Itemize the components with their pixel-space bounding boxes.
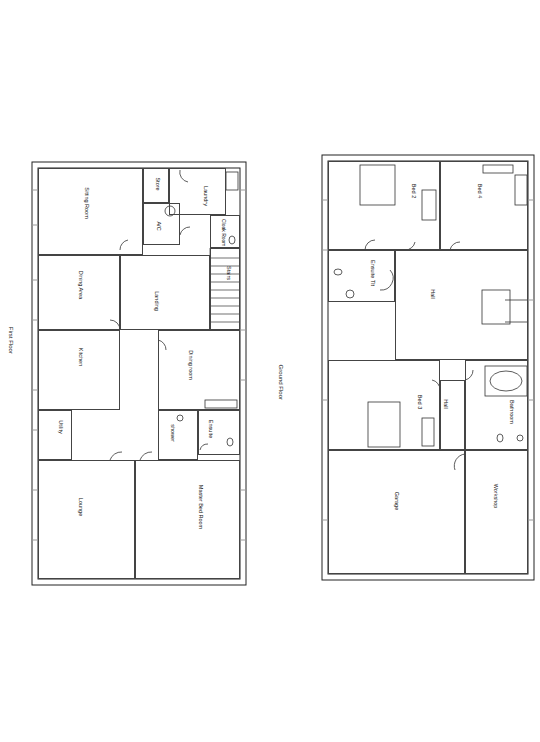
stair-tread	[210, 322, 240, 323]
room-label: Laundry	[203, 186, 209, 206]
stair-well	[482, 290, 510, 324]
vanity	[205, 400, 237, 408]
floor-title: First Floor	[7, 327, 14, 354]
stair-tread	[210, 274, 240, 275]
bath	[485, 366, 527, 396]
room-label: Dining room	[188, 350, 194, 380]
room: Stairs	[210, 248, 240, 330]
sink	[346, 290, 354, 298]
door-swing	[432, 380, 440, 390]
door-swing	[120, 240, 128, 250]
room-label: Kitchen	[78, 348, 84, 366]
room-label: Ensuite	[208, 420, 214, 438]
room-label: shower	[170, 424, 176, 442]
room: Ensuite Tlt	[328, 250, 395, 302]
room-label: Hall	[430, 289, 436, 298]
room: Bed 3	[328, 360, 440, 450]
floor-plan: Sitting Room StoreLaundryA/C Cloak RoomSta…	[32, 162, 246, 585]
room-label: Cloak Room	[220, 219, 226, 247]
room: Landing	[120, 255, 210, 330]
room: Bathroom	[465, 360, 528, 450]
room: Workshop	[465, 450, 528, 574]
door-swing	[380, 270, 393, 290]
room: Master Bed Room	[135, 460, 240, 579]
door-swing	[140, 452, 152, 460]
room-label: Bed 4	[477, 184, 483, 198]
room-label: Bathroom	[509, 400, 515, 424]
room: Lounge	[38, 460, 135, 579]
toilet	[229, 236, 235, 244]
inner-wall	[38, 168, 240, 579]
stair-tread	[210, 290, 240, 291]
door-swing	[158, 340, 166, 350]
door-swing	[180, 227, 190, 235]
room-label: Landing	[154, 291, 160, 311]
floor-title: Ground Floor	[278, 364, 285, 399]
room: Cloak Room	[210, 215, 240, 248]
room-label: A/C	[156, 221, 162, 230]
stair-tread	[210, 298, 240, 299]
stair-tread	[210, 258, 240, 259]
door-swing	[405, 242, 415, 250]
room-label: Garage	[394, 492, 400, 510]
room-label: Store	[155, 177, 161, 190]
door-swing	[450, 242, 460, 250]
room: Hall	[440, 380, 465, 450]
room: Sitting Room	[38, 168, 143, 255]
door-swing	[110, 320, 120, 330]
room-label: Bed 3	[417, 395, 423, 409]
room: Utility	[38, 410, 72, 460]
room: Ensuite	[198, 410, 240, 455]
room: Laundry	[169, 168, 226, 215]
room: Hall	[395, 250, 528, 360]
door-swing	[110, 452, 122, 460]
room-label: Workshop	[493, 484, 499, 509]
room-label: Bed 2	[411, 184, 417, 198]
room: Garage	[328, 450, 465, 574]
room-label: Utility	[58, 420, 64, 433]
furniture	[483, 165, 513, 173]
stair-tread	[210, 306, 240, 307]
bed	[368, 402, 400, 447]
furniture	[515, 175, 527, 205]
stair-tread	[210, 266, 240, 267]
bath	[490, 371, 522, 391]
room: shower	[158, 410, 198, 460]
furniture	[422, 418, 434, 446]
appliance	[226, 172, 238, 190]
sink	[177, 415, 183, 421]
room: Dining room	[158, 330, 240, 410]
toilet	[227, 438, 233, 446]
floor-plan: Bed 2Bed 4Ensuite TltHallBed 3HallBathro…	[322, 155, 534, 580]
room-label: Master Bed Room	[198, 485, 204, 529]
bed	[360, 165, 395, 205]
stair-tread	[210, 314, 240, 315]
room: Bed 2	[328, 161, 440, 250]
toilet	[334, 269, 342, 275]
door-swing	[200, 444, 208, 450]
furniture	[422, 190, 436, 220]
toilet	[497, 434, 503, 442]
door-swing	[180, 170, 188, 182]
room: Kitchen	[38, 330, 120, 410]
door-swing	[365, 240, 375, 250]
door-swing	[465, 370, 473, 380]
room-label: Hall	[443, 399, 449, 408]
room: A/C	[143, 203, 180, 245]
room: Store	[143, 168, 169, 203]
stair-tread	[210, 282, 240, 283]
inner-wall	[328, 161, 528, 574]
sink	[517, 435, 523, 441]
room-label: Stairs	[226, 266, 232, 280]
door-swing	[454, 454, 465, 470]
room: Dining Area	[38, 255, 120, 330]
outer-wall	[322, 155, 534, 580]
room-label: Dining Area	[78, 271, 84, 299]
room-label: Lounge	[78, 498, 84, 516]
room-label: Ensuite Tlt	[370, 260, 376, 286]
outer-wall	[32, 162, 246, 585]
room: Bed 4	[440, 161, 528, 250]
room-label: Sitting Room	[84, 187, 90, 219]
